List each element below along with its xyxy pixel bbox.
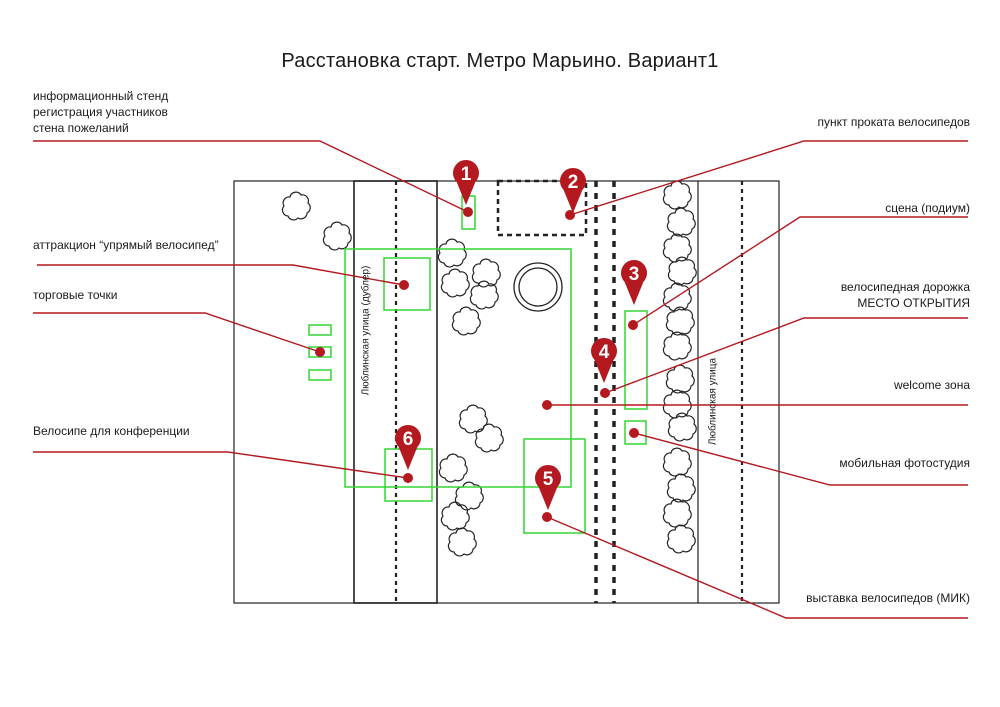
marker-1-pin-icon	[453, 159, 480, 205]
label-attraction: аттракцион “упрямый велосипед”	[33, 238, 219, 252]
marker-5: 5	[535, 464, 561, 510]
marker-3-number: 3	[629, 264, 640, 285]
street-right-label: Люблинская улица	[707, 357, 719, 446]
label-photo: мобильная фотостудия	[839, 456, 970, 470]
marker-4: 4	[591, 337, 618, 383]
label-info-stand: информационный стенд регистрация участни…	[33, 89, 169, 135]
leader-stage-dot	[628, 320, 638, 330]
marker-5-pin-icon	[535, 464, 561, 510]
street-left-label: Люблинская улица (дублер)	[360, 265, 372, 396]
zone-trade-3	[308, 369, 332, 381]
marker-6-pin-icon	[394, 424, 422, 470]
leader-trade-dot	[315, 347, 325, 357]
marker-4-pin-icon	[591, 337, 618, 383]
label-bike-path: велосипедная дорожка МЕСТО ОТКРЫТИЯ	[840, 280, 970, 310]
leader-bike-path-dot	[600, 388, 610, 398]
marker-3: 3	[621, 259, 648, 305]
leader-photo-dot	[629, 428, 639, 438]
leader-conference-bike	[33, 451, 409, 479]
leader-rental	[569, 140, 968, 216]
leader-info-stand	[33, 140, 469, 213]
zone-welcome	[344, 248, 572, 488]
zone-photo	[624, 420, 647, 445]
leader-trade	[33, 312, 321, 353]
marker-4-number: 4	[599, 342, 610, 363]
label-trade: торговые точки	[33, 288, 118, 302]
leader-exhibition-dot	[542, 512, 552, 522]
leader-attraction	[37, 264, 405, 286]
leader-attraction-dot	[399, 280, 409, 290]
leader-info-stand-dot	[463, 207, 473, 217]
label-conference-bike: Велосипе для конференции	[33, 424, 190, 438]
zone-trade-1	[308, 324, 332, 336]
marker-1-number: 1	[461, 164, 472, 185]
leader-stage	[632, 216, 968, 326]
marker-5-number: 5	[543, 469, 554, 490]
leader-exhibition	[546, 516, 968, 619]
marker-6: 6	[394, 424, 422, 470]
diagram-title: Расстановка старт. Метро Марьино. Вариан…	[281, 50, 719, 72]
zone-exhibition	[523, 438, 586, 534]
label-welcome: welcome зона	[893, 378, 970, 392]
zone-attraction	[383, 257, 431, 311]
fountain-inner	[518, 267, 558, 307]
leader-bike-path	[604, 317, 968, 394]
leader-welcome-dot	[542, 400, 552, 410]
leader-rental-dot	[565, 210, 575, 220]
rental-area	[496, 179, 588, 237]
site-boundary	[233, 180, 780, 604]
leader-conference-bike-dot	[403, 473, 413, 483]
label-rental: пункт проката велосипедов	[817, 115, 970, 129]
marker-2-pin-icon	[560, 167, 586, 213]
zone-stage	[624, 310, 648, 410]
fountain-outer	[513, 262, 563, 312]
marker-6-number: 6	[403, 429, 414, 450]
marker-2-number: 2	[568, 172, 579, 193]
label-exhibition: выставка велосипедов (МИК)	[806, 591, 970, 605]
leader-photo	[633, 432, 968, 486]
label-stage: сцена (подиум)	[885, 201, 970, 215]
marker-2: 2	[560, 167, 586, 213]
marker-3-pin-icon	[621, 259, 648, 305]
marker-1: 1	[453, 159, 480, 205]
